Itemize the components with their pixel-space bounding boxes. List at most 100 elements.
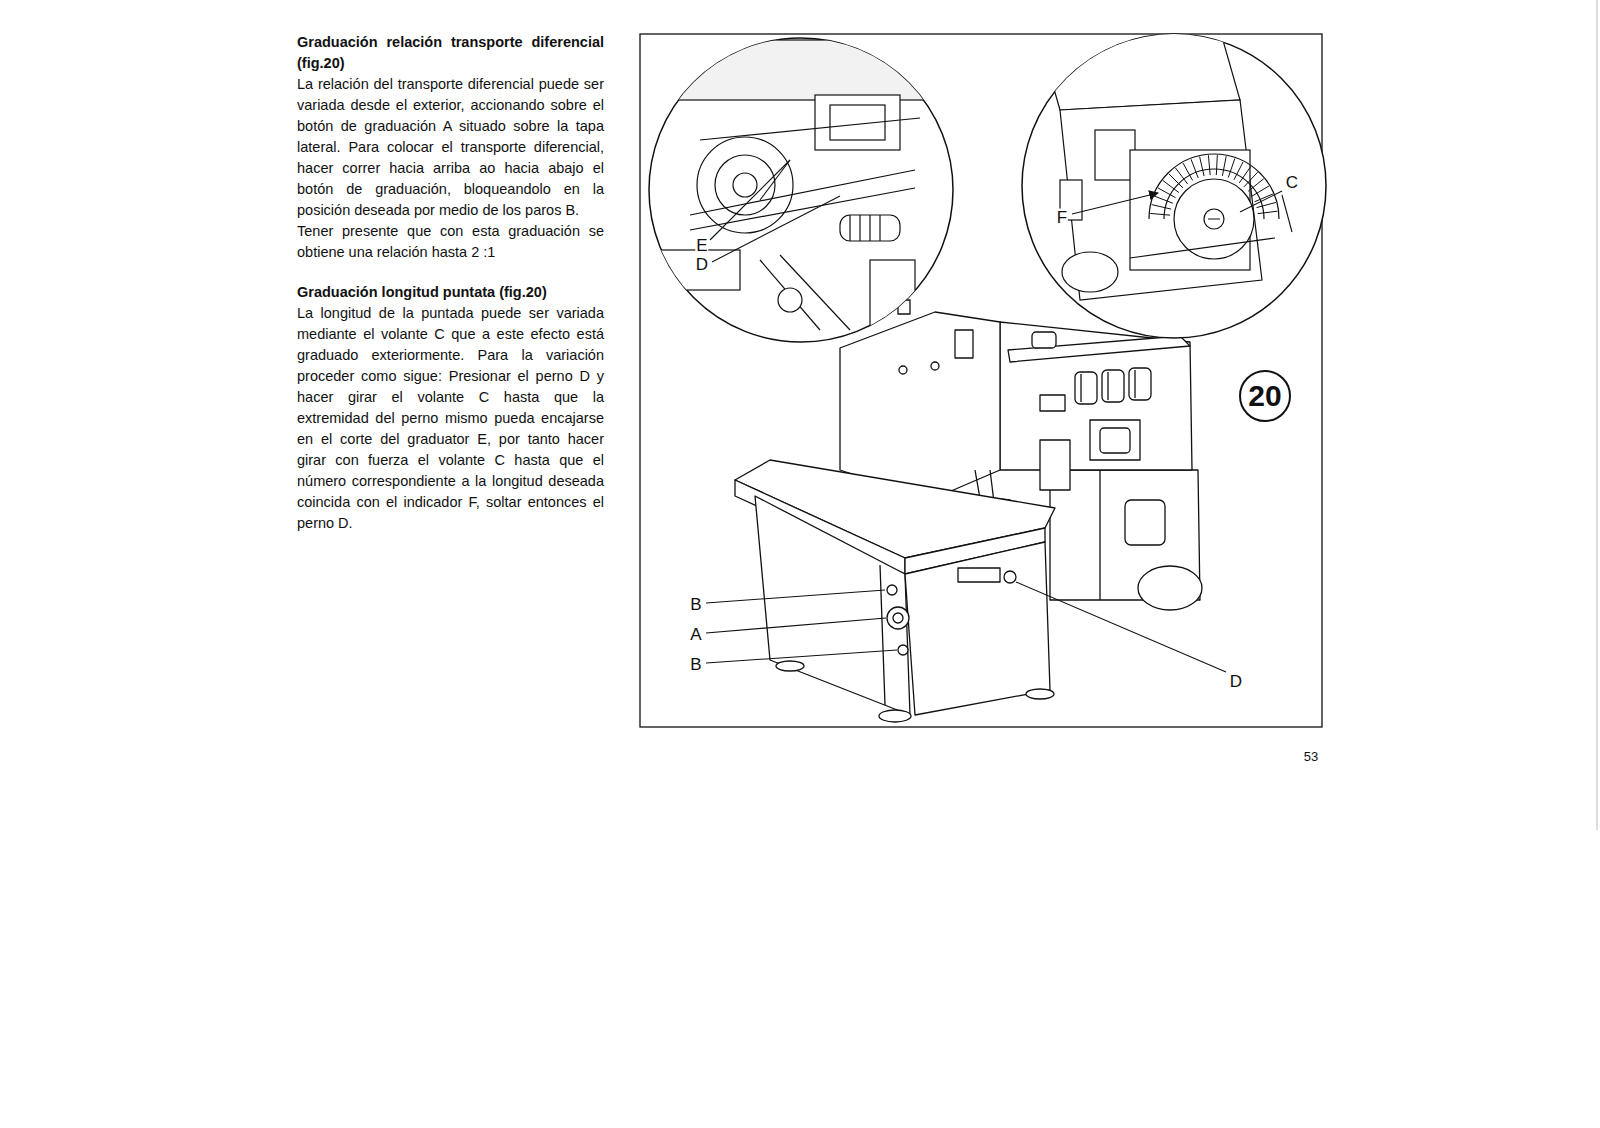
detail-inset-left: [715, 155, 775, 215]
detail-inset-right: [1183, 163, 1193, 180]
machine-body: [905, 542, 1050, 715]
machine-body: [1125, 500, 1165, 545]
detail-inset-right: [1257, 202, 1276, 207]
detail-inset-right: [1022, 30, 1326, 338]
machine-body: [755, 496, 910, 715]
detail-inset-left: [840, 215, 900, 241]
detail-inset-right: [1191, 159, 1198, 178]
detail-inset-left: [760, 260, 820, 330]
callout-letter: B: [689, 596, 702, 613]
detail-inset-left: [859, 215, 860, 241]
body-text: La longitud de la puntada puede ser vari…: [297, 303, 604, 534]
machine-body: [898, 645, 908, 655]
leader-line: [1282, 195, 1292, 232]
leader-line: [760, 160, 790, 200]
detail-inset-right: [1248, 179, 1264, 192]
detail-inset-right: [1258, 211, 1278, 213]
machine-body: [958, 568, 1000, 582]
detail-inset-right: [1154, 196, 1173, 203]
detail-inset-left: [879, 215, 880, 241]
body-text: La relación del transporte diferencial p…: [297, 74, 604, 221]
detail-inset-right: [1216, 155, 1217, 175]
machine-body: [1026, 689, 1054, 699]
detail-inset-left: [690, 170, 915, 215]
detail-inset-left: [733, 173, 757, 197]
machine-body: [1129, 368, 1151, 400]
machine-body: [1075, 372, 1097, 404]
detail-inset-right: [1222, 156, 1226, 176]
machine-body: [880, 565, 885, 705]
detail-inset-right: [1095, 130, 1135, 180]
machine-body: [1040, 440, 1070, 490]
callout-letter: B: [689, 656, 702, 673]
leader-line: [1072, 193, 1158, 214]
detail-inset-left: [650, 40, 960, 330]
callout-letter: C: [1285, 174, 1299, 191]
detail-inset-right: [1228, 158, 1235, 177]
detail-inset-right: [1040, 30, 1279, 300]
page-rule: [1597, 0, 1598, 830]
leader-line: [706, 618, 886, 633]
body-text: Tener presente que con esta graduación s…: [297, 221, 604, 263]
leader-line: [1240, 191, 1282, 212]
machine-body: [887, 585, 897, 595]
machine-body: [1004, 571, 1016, 583]
dial-teeth: [1150, 155, 1277, 215]
section-heading: Graduación longitud puntata (fig.20): [297, 282, 604, 303]
detail-inset-right: [1208, 218, 1220, 219]
text-column: Graduación relación transporte diferenci…: [297, 32, 604, 534]
machine-body: [776, 661, 804, 671]
machine-body: [1102, 370, 1124, 402]
callout-letter: D: [1229, 673, 1243, 690]
machine-body: [1134, 370, 1135, 398]
machine-body: [1032, 332, 1056, 348]
machine-body: [735, 300, 1202, 722]
machine-body: [1138, 566, 1202, 610]
detail-inset-left: [870, 260, 915, 330]
machine-body: [1080, 374, 1081, 402]
machine-body: [1107, 372, 1108, 400]
detail-inset-right: [1152, 205, 1171, 209]
callout-letter: D: [695, 256, 709, 273]
machine-body: [893, 613, 903, 623]
leader-line: [706, 650, 897, 663]
detail-inset-left: [650, 40, 960, 100]
leader-line: [712, 196, 840, 262]
machine-body: [1040, 395, 1065, 411]
detail-inset-right: [1204, 209, 1224, 229]
detail-inset-left: [849, 215, 850, 241]
detail-inset-right: [1130, 238, 1275, 258]
section-heading: Graduación relación transporte diferenci…: [297, 32, 604, 74]
callout-letter: E: [695, 237, 708, 254]
callout-letter: A: [689, 626, 702, 643]
detail-inset-right: [1163, 180, 1179, 192]
machine-body: [899, 366, 907, 374]
page-rule: [1597, 0, 1598, 830]
detail-inset-right: [1200, 157, 1204, 176]
detail-inset-right: [1158, 188, 1175, 198]
detail-inset-right: [1252, 186, 1269, 196]
detail-inset-left: [815, 95, 900, 150]
detail-inset-right: [1062, 252, 1118, 292]
detail-inset-right: [1239, 167, 1250, 183]
detail-inset-right: [1175, 168, 1187, 184]
detail-inset-left: [700, 118, 920, 140]
leader-line: [1016, 582, 1226, 672]
leader-line: [706, 160, 1292, 672]
detail-inset-left: [649, 38, 960, 342]
detail-inset-right: [1169, 174, 1183, 188]
detail-inset-right: [1244, 172, 1258, 187]
page-number: 53: [1303, 750, 1319, 763]
detail-inset-right: [1150, 213, 1170, 215]
machine-body: [1090, 420, 1140, 460]
detail-inset-right: [1040, 30, 1240, 110]
detail-inset-left: [660, 250, 740, 290]
machine-body: [955, 330, 973, 358]
machine-body: [1100, 428, 1130, 453]
machine-body: [879, 710, 911, 722]
figure-number: 20: [1248, 381, 1281, 411]
leader-line: [706, 590, 885, 603]
machine-body: [1099, 470, 1100, 600]
detail-inset-left: [869, 215, 870, 241]
